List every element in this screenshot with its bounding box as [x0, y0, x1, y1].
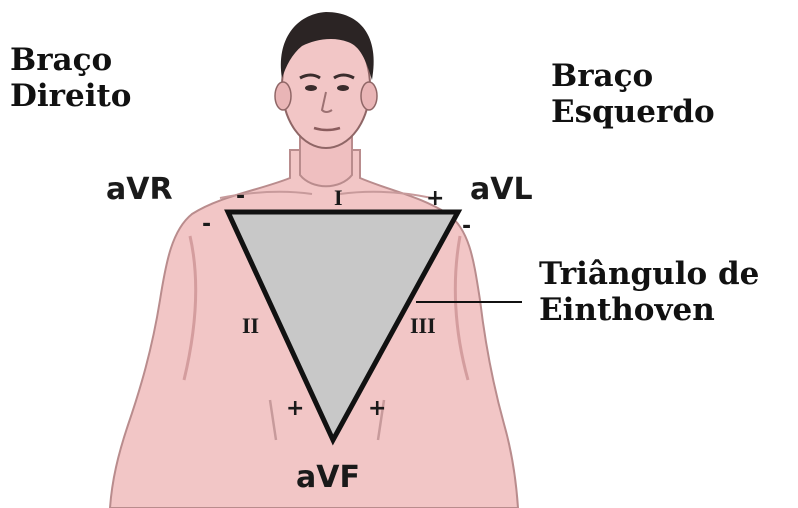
right-arm-label-line-1: Braço: [10, 42, 132, 78]
triangle-label-line-2: Einthoven: [539, 292, 759, 328]
minus-sign-lead-3-left: -: [462, 216, 471, 238]
right-eye: [337, 85, 349, 91]
triangle-label-line-1: Triângulo de: [539, 256, 759, 292]
plus-sign-lead-3-foot: +: [368, 398, 386, 420]
triangle-label: Triângulo de Einthoven: [539, 256, 759, 328]
left-eye: [305, 85, 317, 91]
lead-3-label: III: [410, 314, 436, 338]
left-arm-label: Braço Esquerdo: [551, 58, 715, 130]
avf-label: aVF: [296, 462, 360, 494]
right-ear: [361, 82, 377, 110]
minus-sign-lead-2-right: -: [202, 214, 211, 236]
minus-sign-lead-1-right: -: [236, 186, 245, 208]
avr-label: aVR: [106, 174, 173, 206]
plus-sign-lead-1-left: +: [426, 188, 444, 210]
left-arm-label-line-2: Esquerdo: [551, 94, 715, 130]
avl-label: aVL: [470, 174, 533, 206]
left-ear: [275, 82, 291, 110]
lead-1-label: I: [334, 186, 343, 210]
right-arm-label-line-2: Direito: [10, 78, 132, 114]
left-arm-label-line-1: Braço: [551, 58, 715, 94]
plus-sign-lead-2-foot: +: [286, 398, 304, 420]
right-arm-label: Braço Direito: [10, 42, 132, 114]
lead-2-label: II: [242, 314, 259, 338]
